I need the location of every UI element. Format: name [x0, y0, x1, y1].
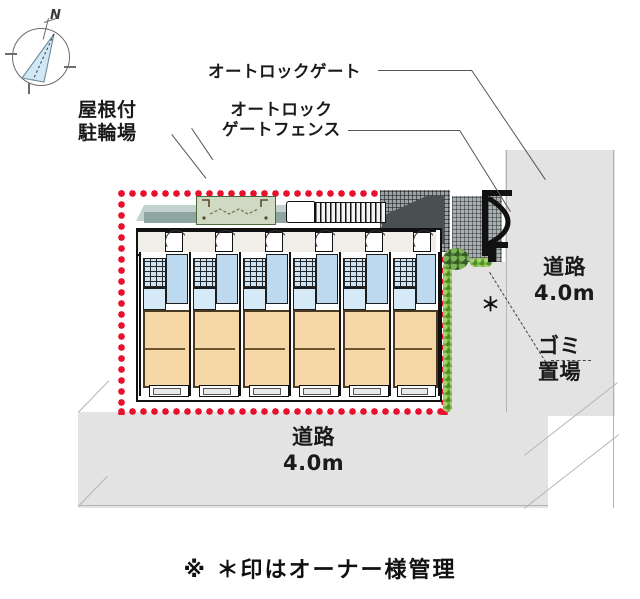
- unit-2-living-divider: [195, 348, 235, 350]
- unit-4-entrance: [315, 232, 333, 252]
- label-auto-lock-gate: オートロックゲート: [208, 62, 361, 81]
- unit-4-wc: [293, 288, 316, 310]
- compass-tick-w: [5, 53, 17, 55]
- road-right-surface: [505, 150, 615, 416]
- unit-3: [239, 227, 293, 397]
- unit-1-balcony-inner: [153, 388, 181, 395]
- auto-lock-gate-fence: [314, 202, 386, 223]
- unit-2: [189, 227, 243, 397]
- compass-ring: [12, 28, 70, 86]
- unit-3-bath: [266, 254, 288, 304]
- leader-gate-fence: [348, 130, 460, 132]
- unit-3-living-divider: [245, 348, 285, 350]
- boundary-left: [118, 190, 125, 415]
- road-bottom-edge: [78, 505, 548, 507]
- site-corner-bevel-left: [78, 380, 110, 413]
- auto-lock-gate-icon: [482, 190, 512, 262]
- unit-1-living-divider: [145, 348, 185, 350]
- unit-6-kitchen: [393, 258, 416, 288]
- road-bottom-surface: [78, 412, 548, 508]
- unit-5-kitchen: [343, 258, 366, 288]
- unit-5-entrance: [365, 232, 383, 252]
- unit-5: [339, 227, 393, 397]
- unit-1-wc: [143, 288, 166, 310]
- owner-management-note: ※ ＊印はオーナー様管理: [183, 558, 457, 583]
- access-corridor: [138, 230, 436, 256]
- unit-2-balcony-inner: [203, 388, 231, 395]
- unit-6-balcony-inner: [401, 388, 428, 395]
- unit-4-bath: [316, 254, 338, 304]
- road-right-inner-edge: [506, 150, 508, 412]
- unit-3-entrance: [265, 232, 283, 252]
- unit-6-bath: [416, 254, 436, 304]
- unit-1: [139, 227, 193, 397]
- leader-auto-lock-gate: [378, 70, 472, 72]
- road-right-edge: [613, 150, 615, 508]
- compass-cone-icon: [21, 33, 55, 83]
- unit-4-kitchen: [293, 258, 316, 288]
- unit-3-kitchen: [243, 258, 266, 288]
- unit-3-balcony-inner: [253, 388, 281, 395]
- owner-managed-mark: ＊: [481, 294, 501, 316]
- compass-tick-e: [64, 66, 76, 68]
- unit-4: [289, 227, 343, 397]
- unit-4-balcony-inner: [303, 388, 331, 395]
- garbage-leader-line-2: [551, 360, 591, 361]
- unit-2-wc: [193, 288, 216, 310]
- unit-6-living-divider: [395, 348, 432, 350]
- unit-1-entrance: [165, 232, 183, 252]
- bicycle-parking-marks: [202, 199, 268, 220]
- boundary-top: [118, 190, 448, 197]
- unit-5-wc: [343, 288, 366, 310]
- unit-6-entrance: [413, 232, 431, 252]
- unit-2-bath: [216, 254, 238, 304]
- unit-5-living-divider: [345, 348, 385, 350]
- label-garbage-area: ゴミ 置場: [538, 334, 581, 384]
- hedge-patch-gate: [470, 258, 492, 267]
- leader-gate-fence-3: [191, 128, 214, 161]
- compass-north-label: N: [50, 8, 61, 23]
- boundary-bottom: [118, 408, 448, 415]
- unit-1-bath: [166, 254, 188, 304]
- unit-2-kitchen: [193, 258, 216, 288]
- unit-5-balcony-inner: [353, 388, 381, 395]
- site-hardstand: [443, 262, 513, 414]
- unit-2-entrance: [215, 232, 233, 252]
- unit-3-wc: [243, 288, 266, 310]
- hedge-strip-east: [443, 262, 452, 412]
- label-auto-lock-gate-fence: オートロック ゲートフェンス: [222, 100, 341, 140]
- label-road-bottom: 道路 4.0m: [283, 425, 345, 475]
- gate-fence-pad: [286, 201, 316, 223]
- compass-tick-s: [28, 83, 30, 94]
- unit-6: [389, 227, 440, 397]
- label-bicycle-parking: 屋根付 駐輪場: [78, 99, 137, 145]
- unit-5-bath: [366, 254, 388, 304]
- label-road-right: 道路 4.0m: [534, 255, 596, 305]
- unit-6-wc: [393, 288, 416, 310]
- unit-4-living-divider: [295, 348, 335, 350]
- bush-gate: [443, 248, 469, 270]
- unit-1-kitchen: [143, 258, 166, 288]
